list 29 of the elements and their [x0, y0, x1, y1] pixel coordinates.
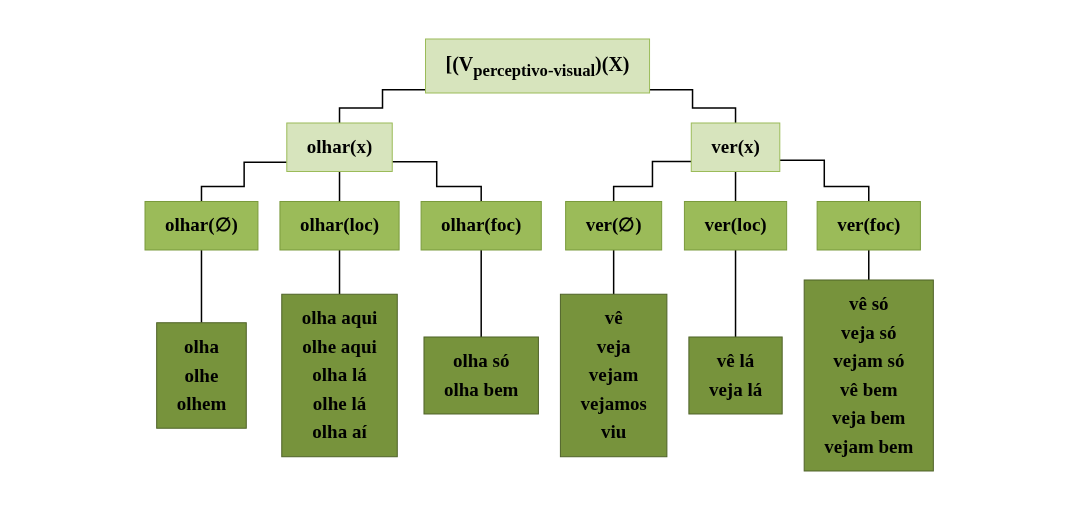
- node-box: vê só veja só vejam só vê bem veja bem vejam bem: [803, 279, 934, 471]
- node-box: ver(foc): [816, 200, 921, 250]
- connector: [612, 248, 615, 295]
- node-box: olhar(x): [286, 122, 393, 172]
- connector: [867, 248, 870, 281]
- connector: [338, 88, 427, 124]
- node-box: olhar(∅): [144, 200, 259, 250]
- node-box: olha aqui olhe aqui olha lá olhe lá olha aí: [281, 293, 398, 457]
- node-box: vê lá veja lá: [688, 336, 783, 414]
- connector: [612, 160, 692, 202]
- node-box: ver(∅): [564, 200, 662, 250]
- connector: [338, 170, 341, 202]
- node-box: [(V$_{perceptivo-visual}$)(X): [424, 38, 650, 93]
- connector: [338, 248, 341, 295]
- node-box: ver(loc): [683, 200, 787, 250]
- node-box: vê veja vejam vejamos viu: [559, 293, 668, 457]
- connector: [648, 88, 737, 124]
- connector: [200, 161, 288, 202]
- connector: [200, 248, 203, 323]
- node-box: olha só olha bem: [423, 336, 539, 414]
- connector: [734, 170, 737, 202]
- connector: [778, 159, 870, 202]
- node-box: ver(x): [690, 122, 781, 172]
- node-box: olha olhe olhem: [156, 321, 247, 429]
- node-box: olhar(loc): [279, 200, 400, 250]
- connector: [734, 248, 737, 338]
- node-box: olhar(foc): [420, 200, 542, 250]
- connector: [391, 160, 482, 202]
- connector: [480, 248, 482, 338]
